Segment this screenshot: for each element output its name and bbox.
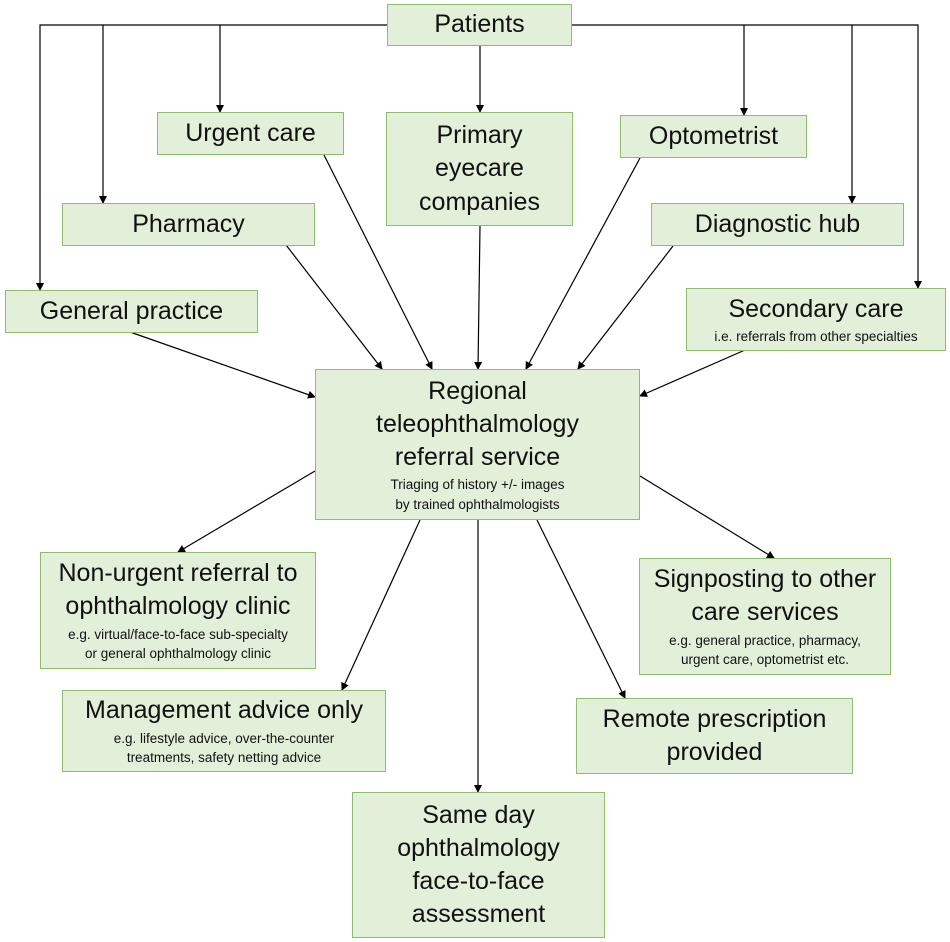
arrow-urgent-care-to-service bbox=[323, 154, 433, 370]
node-pharmacy: Pharmacy bbox=[62, 203, 315, 246]
node-management-advice: Management advice only e.g. lifestyle ad… bbox=[62, 690, 386, 772]
node-secondary-care: Secondary care i.e. referrals from other… bbox=[686, 288, 946, 351]
node-general-practice: General practice bbox=[5, 290, 258, 333]
node-title: Pharmacy bbox=[132, 209, 245, 238]
arrow-primary-eyecare-to-service bbox=[474, 225, 483, 370]
arrow-pharmacy-to-service bbox=[285, 244, 383, 370]
node-urgent-care: Urgent care bbox=[157, 112, 344, 155]
node-non-urgent-referral: Non-urgent referral to ophthalmology cli… bbox=[40, 552, 316, 669]
arrow-service-to-remote-prescription bbox=[536, 519, 626, 699]
node-title: Diagnostic hub bbox=[694, 209, 861, 238]
arrow-service-to-non-urgent-referral bbox=[177, 470, 316, 553]
node-title: Remote prescription provided bbox=[602, 704, 827, 766]
node-subtitle: i.e. referrals from other specialties bbox=[714, 328, 918, 344]
node-signposting: Signposting to other care services e.g. … bbox=[639, 558, 891, 675]
node-title: Non-urgent referral to ophthalmology cli… bbox=[58, 559, 298, 621]
node-subtitle: Triaging of history +/- images by traine… bbox=[390, 477, 565, 512]
arrow-patients-to-general-practice bbox=[36, 24, 387, 291]
node-title: Optometrist bbox=[648, 121, 779, 150]
node-title: Signposting to other care services bbox=[653, 565, 877, 627]
node-subtitle: e.g. general practice, pharmacy, urgent … bbox=[669, 632, 861, 668]
node-diagnostic-hub: Diagnostic hub bbox=[651, 203, 904, 246]
arrow-optometrist-to-service bbox=[525, 157, 641, 370]
node-title: Primary eyecare companies bbox=[419, 121, 540, 216]
node-remote-prescription: Remote prescription provided bbox=[576, 698, 853, 774]
node-title: Urgent care bbox=[185, 118, 316, 147]
node-title: General practice bbox=[39, 296, 224, 325]
node-optometrist: Optometrist bbox=[620, 115, 807, 158]
arrow-general-practice-to-service bbox=[129, 331, 316, 399]
node-same-day-assessment: Same day ophthalmology face-to-face asse… bbox=[352, 792, 605, 938]
node-primary-eyecare-companies: Primary eyecare companies bbox=[386, 112, 573, 226]
arrow-diagnostic-hub-to-service bbox=[577, 245, 674, 370]
arrow-service-to-signposting bbox=[639, 475, 775, 559]
node-patients: Patients bbox=[387, 4, 572, 46]
node-regional-teleophthalmology-service: Regional teleophthalmology referral serv… bbox=[315, 369, 640, 520]
arrow-secondary-care-to-service bbox=[639, 349, 746, 397]
node-title: Management advice only bbox=[85, 696, 363, 725]
node-title: Secondary care bbox=[728, 294, 904, 323]
arrow-patients-to-secondary-care bbox=[572, 24, 922, 289]
node-title: Regional teleophthalmology referral serv… bbox=[376, 376, 579, 472]
node-title: Same day ophthalmology face-to-face asse… bbox=[397, 800, 560, 929]
arrow-service-to-management-advice bbox=[341, 519, 421, 691]
node-subtitle: e.g. lifestyle advice, over-the-counter … bbox=[113, 730, 335, 766]
node-title: Patients bbox=[434, 10, 525, 39]
node-subtitle: e.g. virtual/face-to-face sub-specialty … bbox=[68, 626, 288, 662]
